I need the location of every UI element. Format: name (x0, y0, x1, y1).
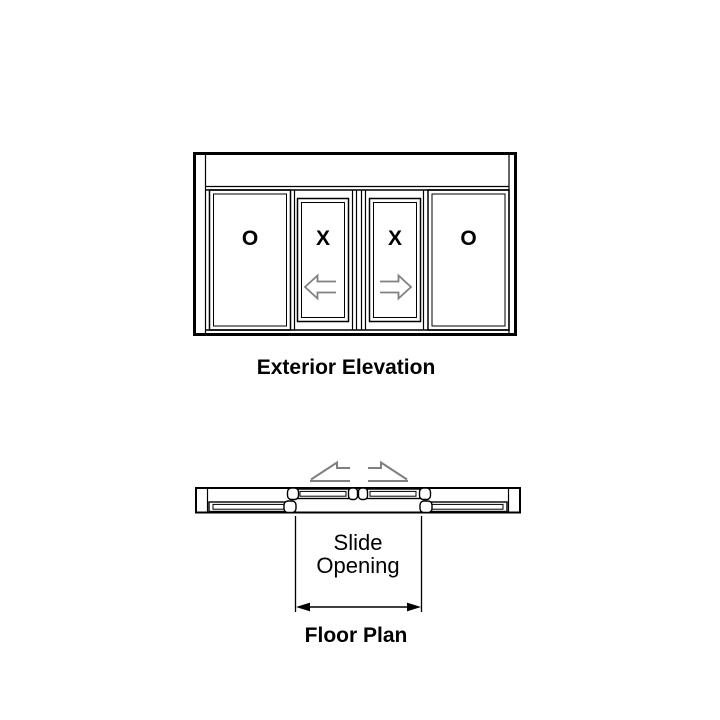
elevation-title: Exterior Elevation (257, 356, 436, 379)
plan-slider-left-meet-cap (347, 487, 359, 501)
panel-label-x-left: X (316, 227, 330, 250)
plan-slider-right-meet-cap (357, 487, 369, 501)
slide-direction-left-arrow-icon (303, 273, 336, 301)
panel-o-right-glass (431, 193, 506, 327)
panel-label-o-left: O (242, 227, 258, 250)
elevation-outer-frame (193, 152, 517, 336)
plan-slider-left-lead-cap (286, 487, 300, 501)
floor-plan-drawing (195, 460, 521, 612)
panel-o-left-frame (208, 189, 292, 331)
panel-x-left-glass (301, 202, 345, 318)
dimension-arrowhead-right-icon (407, 602, 421, 612)
panel-x-right-glass (373, 202, 417, 318)
plan-slider-left-panel-inner (299, 490, 347, 497)
panel-o-right-frame (427, 189, 510, 331)
panel-label-o-right: O (460, 227, 476, 250)
plan-slider-right-lead-cap (418, 487, 432, 501)
panel-o-left-glass (213, 193, 287, 327)
panel-x-right-frame (368, 197, 422, 323)
slide-direction-right-arrow-icon (380, 273, 413, 301)
dimension-arrowhead-left-icon (296, 602, 310, 612)
plan-slider-right-panel-inner (369, 490, 417, 497)
plan-slide-left-arrow-icon (310, 460, 350, 482)
plan-slide-right-arrow-icon (368, 460, 408, 482)
panel-label-x-right: X (388, 227, 402, 250)
panel-x-left-frame (296, 197, 350, 323)
slide-opening-label-line1: Slide (334, 530, 383, 555)
plan-fixed-right-end-cap (419, 500, 433, 514)
exterior-elevation-drawing: O X X O (193, 152, 517, 336)
slide-opening-label-line2: Opening (316, 553, 399, 578)
plan-fixed-left-end-cap (283, 500, 297, 514)
floor-plan-title: Floor Plan (305, 624, 408, 647)
